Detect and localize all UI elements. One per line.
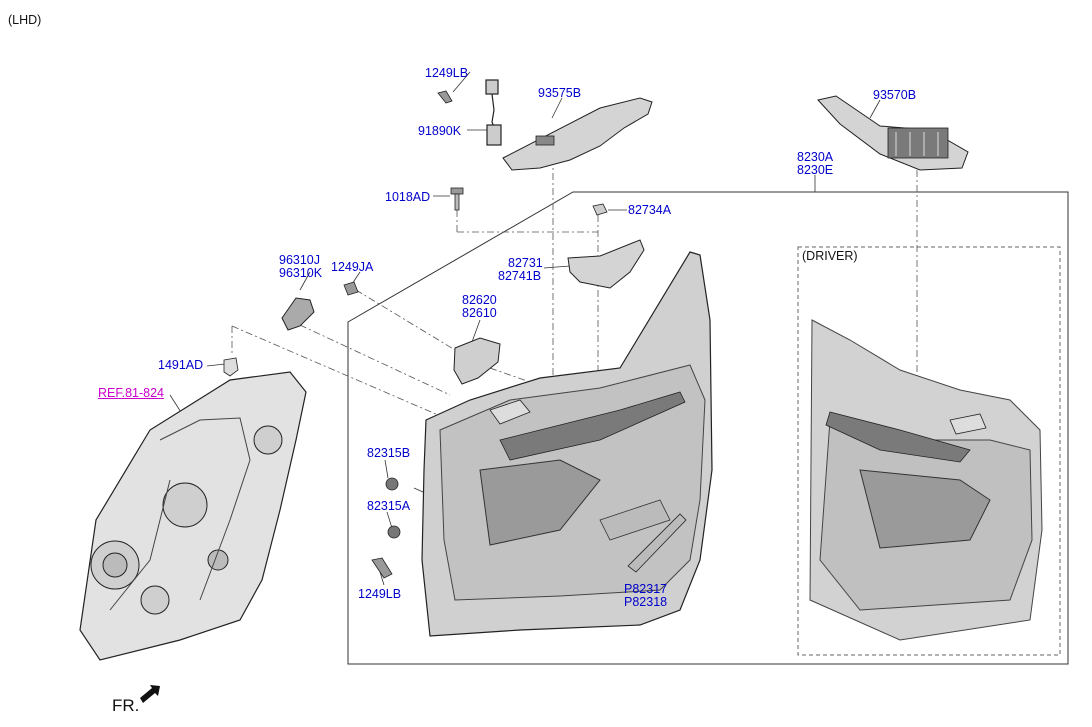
- clip-82315A: [387, 525, 401, 539]
- front-arrow-icon: [140, 685, 160, 703]
- label-82315A[interactable]: 82315A: [367, 499, 411, 513]
- driver-detail-panel: [809, 319, 1043, 641]
- label-96310J[interactable]: 96310J: [279, 253, 321, 267]
- label-93570B[interactable]: 93570B: [873, 88, 917, 102]
- tweeter-speaker: [281, 297, 315, 331]
- inside-handle: [453, 337, 501, 385]
- label-1249LB-bottom[interactable]: 1249LB: [358, 587, 402, 601]
- label-82734A[interactable]: 82734A: [628, 203, 672, 217]
- clip-82734A: [592, 203, 608, 216]
- screw-bottom: [371, 557, 393, 579]
- label-91890K[interactable]: 91890K: [418, 124, 462, 138]
- screw-1249JA: [343, 281, 359, 296]
- label-P82318[interactable]: P82318: [624, 595, 668, 609]
- label-93575B[interactable]: 93575B: [538, 86, 582, 100]
- door-module-panel: [79, 371, 307, 661]
- label-P82317[interactable]: P82317: [624, 582, 668, 596]
- driver-detail-box: [797, 246, 1061, 656]
- label-1249JA[interactable]: 1249JA: [331, 260, 374, 274]
- label-82741B[interactable]: 82741B: [498, 269, 542, 283]
- label-1249LB-top[interactable]: 1249LB: [425, 66, 469, 80]
- door-trim-panel: [421, 251, 713, 637]
- label-1491AD[interactable]: 1491AD: [158, 358, 204, 372]
- label-82620[interactable]: 82620: [462, 293, 497, 307]
- pull-handle-bracket: [567, 239, 645, 289]
- label-96310K[interactable]: 96310K: [279, 266, 323, 280]
- window-switch-passenger: [502, 97, 653, 171]
- reference-link[interactable]: REF.81-824: [98, 386, 165, 400]
- clip-82315B: [385, 477, 399, 491]
- label-82610[interactable]: 82610: [462, 306, 497, 320]
- driver-detail-title: (DRIVER): [802, 249, 858, 263]
- trim-strip: [627, 513, 687, 573]
- label-8230A[interactable]: 8230A: [797, 150, 834, 164]
- window-switch-driver: [817, 95, 969, 171]
- screw-top: [437, 90, 453, 104]
- variant-label: (LHD): [8, 13, 42, 27]
- front-direction-label: FR.: [112, 696, 140, 715]
- label-1018AD[interactable]: 1018AD: [385, 190, 431, 204]
- label-8230E[interactable]: 8230E: [797, 163, 834, 177]
- wiring-harness: [485, 79, 502, 146]
- bolt-1018AD: [450, 187, 464, 211]
- label-82731[interactable]: 82731: [508, 256, 543, 270]
- clip-1491AD: [223, 357, 239, 377]
- label-82315B[interactable]: 82315B: [367, 446, 411, 460]
- trim-panel-frame: [347, 191, 1069, 665]
